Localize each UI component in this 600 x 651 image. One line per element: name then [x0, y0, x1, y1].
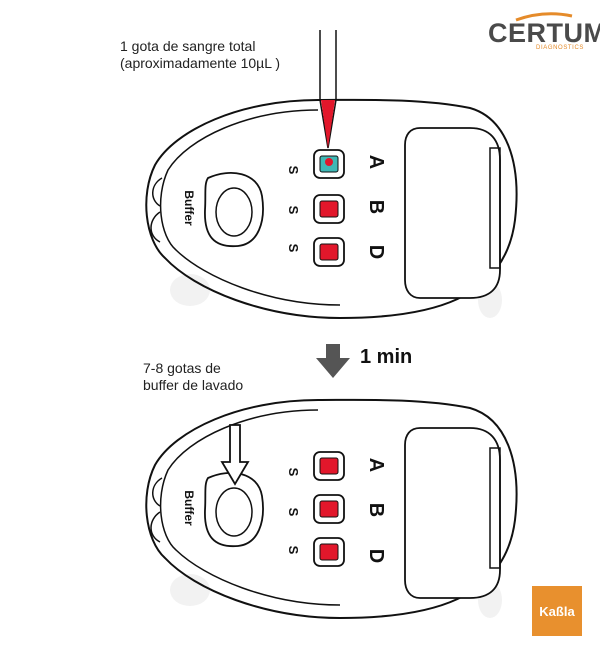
device-bottom: Buffer A B D S S S — [145, 398, 518, 620]
device-top-blood-drop — [325, 158, 333, 166]
device-bottom-s-3: S — [286, 546, 301, 555]
device-bottom-body — [145, 398, 518, 620]
device-bottom-buffer-hole — [215, 487, 253, 537]
device-top-letter-b: B — [365, 200, 387, 214]
logo-swoosh-icon — [515, 12, 573, 22]
device-bottom-well-a-pad — [319, 457, 339, 475]
device-bottom-s-1: S — [286, 468, 301, 477]
device-bottom-buffer-label: Buffer — [182, 490, 196, 526]
device-top-s-3: S — [286, 244, 301, 253]
pipette-blood — [321, 100, 335, 148]
kabla-brand-badge: Kaßla — [532, 586, 582, 636]
device-top-buffer-label: Buffer — [182, 190, 196, 226]
logo-wordmark: CERTUM — [488, 18, 600, 48]
buffer-drop-arrow-icon — [220, 424, 250, 486]
device-top-grip1 — [152, 177, 163, 207]
device-bottom-window-panel — [404, 427, 501, 599]
device-top-window-panel — [404, 127, 501, 299]
step2-note-line2: buffer de lavado — [143, 377, 244, 393]
down-arrow-icon — [316, 344, 350, 378]
device-top-s-2: S — [286, 206, 301, 215]
time-label: 1 min — [360, 346, 413, 368]
step2-note-line1: 7-8 gotas de — [143, 360, 221, 376]
device-bottom-foot-left — [170, 574, 210, 606]
device-top-inner-line — [159, 109, 341, 306]
step1-note-line1: 1 gota de sangre total — [120, 38, 256, 54]
device-bottom-well-d-pad — [319, 543, 339, 561]
device-top-window-tab — [489, 147, 501, 269]
device-bottom-letter-b: B — [365, 503, 387, 517]
device-bottom-grip1 — [152, 477, 163, 507]
device-top-well-d-pad — [319, 243, 339, 261]
device-top-letter-a: A — [365, 155, 387, 169]
device-top-buffer-hole — [215, 187, 253, 237]
certum-logo: CERTUM DIAGNOSTICS — [488, 12, 600, 51]
step1-note-line2: (aproximadamente 10µL ) — [120, 55, 281, 71]
device-top-well-b-pad — [319, 200, 339, 218]
logo-tagline: DIAGNOSTICS — [536, 45, 584, 51]
device-bottom-well-b-pad — [319, 500, 339, 518]
device-top-letter-d: D — [365, 245, 387, 259]
device-top-foot-left — [170, 274, 210, 306]
device-top: Buffer A B D S S S — [145, 30, 518, 320]
device-top-body — [145, 98, 518, 320]
device-bottom-s-2: S — [286, 508, 301, 517]
device-bottom-grip2 — [150, 511, 161, 543]
device-bottom-window-tab — [489, 447, 501, 569]
device-bottom-letter-d: D — [365, 549, 387, 563]
device-bottom-letter-a: A — [365, 458, 387, 472]
device-top-grip2 — [150, 211, 161, 243]
device-top-s-1: S — [286, 166, 301, 175]
